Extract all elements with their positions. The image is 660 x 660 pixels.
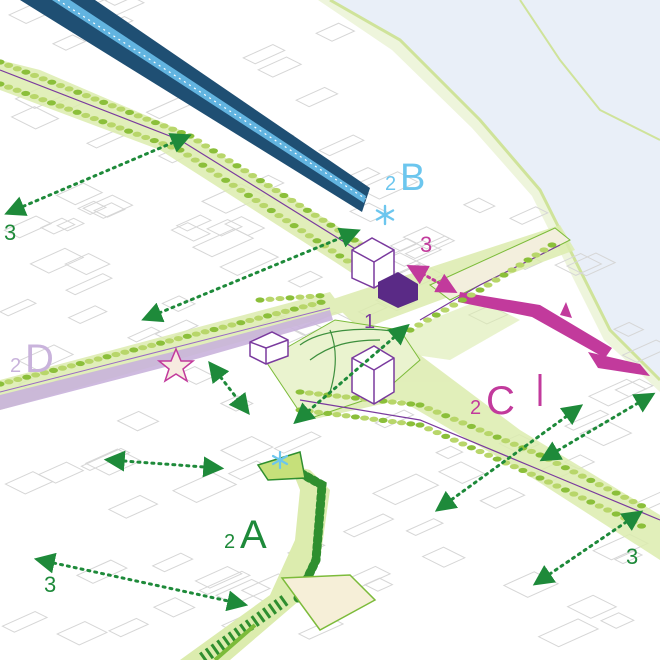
magenta-frontage: [458, 292, 650, 376]
avenue-a: [180, 451, 377, 660]
label-3-se: 3: [626, 544, 638, 569]
asterisk-icon: [271, 450, 289, 470]
arrow-3-sw: [33, 552, 249, 612]
asterisk-icon: [375, 204, 395, 226]
star-icon: [156, 347, 196, 383]
arrow-west-2: [103, 450, 225, 478]
label-3-sw: 3: [44, 572, 56, 597]
zone-label-2c-sub: 2: [470, 397, 481, 419]
connection-arrows: [4, 133, 656, 612]
zone-label-2b-sub: 2: [385, 173, 396, 195]
zone-label-2a-sub: 2: [224, 531, 235, 553]
label-3-nw: 3: [4, 220, 16, 245]
arrow-west-1: [141, 227, 361, 323]
label-3-n: 3: [420, 232, 432, 257]
zone-label-1: 1: [364, 311, 375, 333]
arrow-plaza-diagonal: [293, 323, 410, 425]
zone-label-2b-main: B: [400, 157, 425, 199]
zone-label-2c-main: C: [486, 379, 515, 423]
arrow-se-2: [539, 392, 656, 462]
river-area: [318, 0, 660, 392]
arrow-short-vertical: [208, 361, 250, 415]
zone-label-2d-sub: 2: [10, 355, 21, 377]
arrow-magenta: [406, 264, 458, 294]
rail-corridor: [20, 0, 370, 212]
arrow-3-nw: [4, 133, 192, 216]
arrow-3-se: [532, 510, 644, 586]
zone-label-2d-main: D: [25, 337, 54, 381]
zone-label-2a-main: A: [240, 513, 267, 557]
